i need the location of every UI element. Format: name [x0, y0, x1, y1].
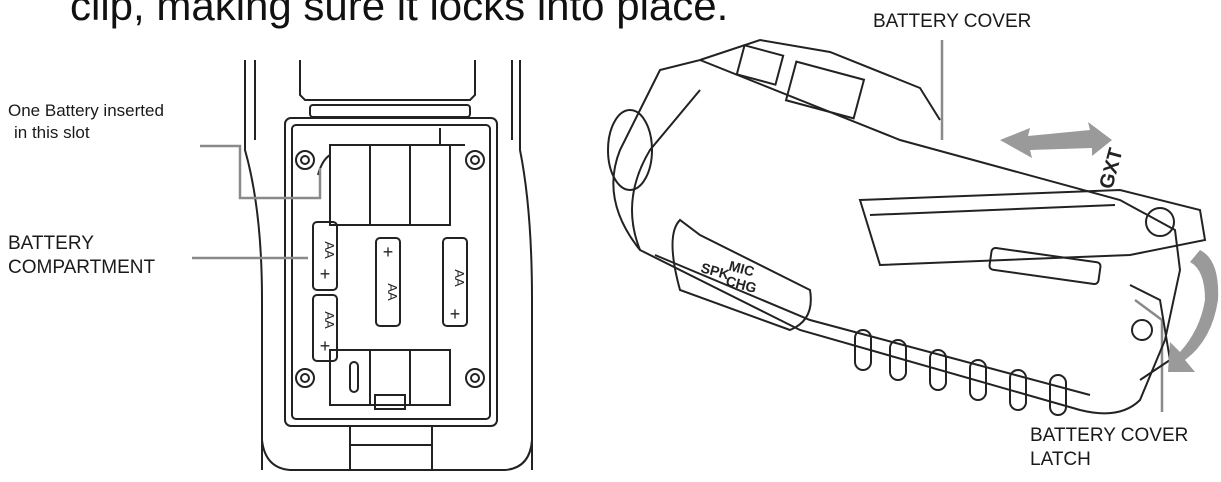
chg-marking: CHG [724, 272, 758, 296]
battery-plus-label: + [383, 242, 394, 262]
one-battery-leader [200, 144, 322, 200]
one-battery-label: One Battery inserted in this slot [8, 101, 164, 142]
battery-cover-latch-label: BATTERY COVER LATCH [1030, 425, 1189, 470]
battery-aa-label: AA [452, 269, 467, 287]
battery-aa-label: AA [322, 241, 337, 259]
battery-aa-label: AA [322, 311, 337, 329]
battery-cover-latch-leader [1134, 298, 1164, 412]
battery-cover-label: BATTERY COVER [873, 11, 1032, 32]
battery-plus-label: + [320, 336, 331, 356]
battery-compartment-label: BATTERY COMPARTMENT [8, 233, 156, 278]
slide-arrow-icon [1000, 122, 1112, 158]
battery-plus-label: + [450, 304, 461, 324]
instruction-heading: clip, making sure it locks into place. [70, 0, 729, 29]
battery-aa-label: AA [385, 283, 400, 301]
brand-marking: GXT [1096, 146, 1128, 191]
rotate-arrow-icon [1168, 250, 1219, 372]
battery-plus-label: + [320, 264, 331, 284]
mic-marking: MIC [727, 257, 756, 279]
spk-marking: SPK [699, 259, 731, 282]
